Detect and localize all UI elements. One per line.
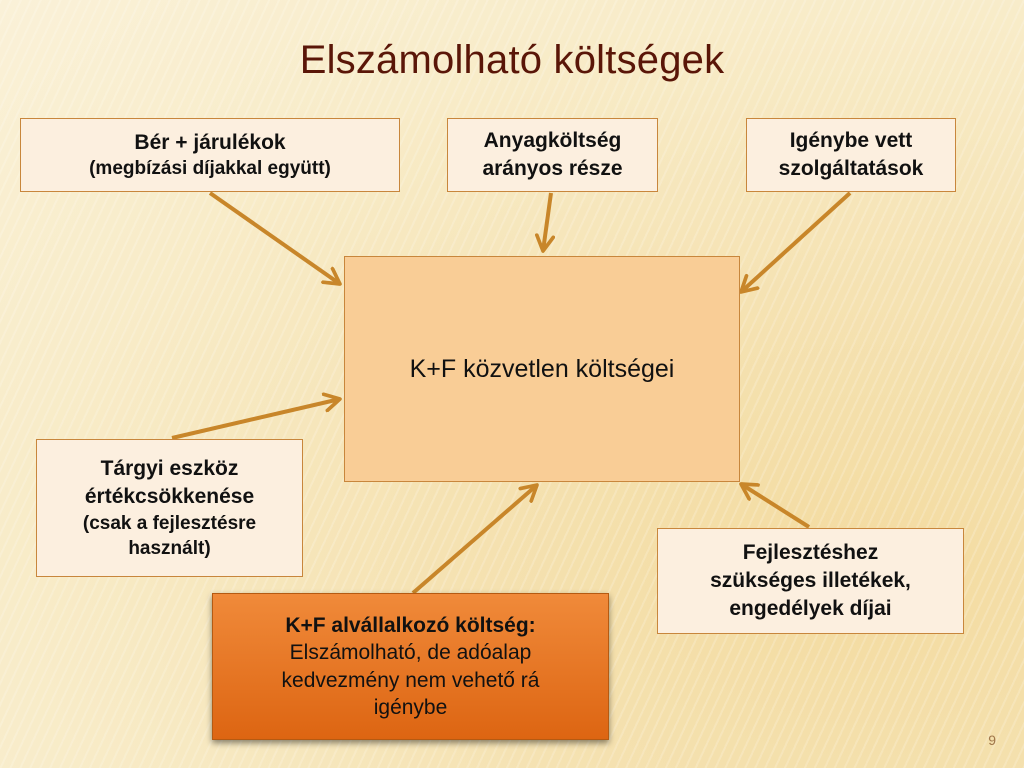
box-ber-line1: Bér + járulékok: [134, 130, 286, 154]
box-alvallalkozo-line1: K+F alvállalkozó költség:: [285, 613, 536, 637]
box-igenybe-line2: szolgáltatások: [778, 157, 924, 180]
center-box: K+F közvetlen költségei: [344, 256, 740, 482]
box-ber: Bér + járulékok (megbízási díjakkal együ…: [20, 118, 400, 192]
box-fejlesztes-line1: Fejlesztéshez: [742, 541, 879, 565]
arrow-igenybe: [741, 191, 852, 292]
box-alvallalkozo: K+F alvállalkozó költség: Elszámolható, …: [212, 593, 609, 740]
page-number: 9: [988, 732, 996, 748]
slide-title: Elszámolható költségek: [299, 38, 725, 82]
arrow-alvallalkozo: [411, 485, 537, 595]
box-fejlesztes: Fejlesztéshez szükséges illetékek, enged…: [657, 528, 964, 634]
box-targyi-line2: értékcsökkenése: [84, 484, 255, 508]
box-anyag: Anyagköltség arányos része: [447, 118, 658, 192]
box-igenybe-line1: Igénybe vett: [789, 129, 913, 153]
box-targyi-line3: (csak a fejlesztésre: [82, 512, 257, 534]
box-alvallalkozo-line2: Elszámolható, de adóalap: [289, 641, 532, 665]
box-alvallalkozo-line3: kedvezmény nem vehető rá: [281, 668, 540, 692]
arrow-anyag: [543, 192, 551, 251]
box-alvallalkozo-line4: igénybe: [373, 695, 448, 719]
box-igenybe: Igénybe vett szolgáltatások: [746, 118, 956, 192]
arrow-ber: [208, 191, 340, 284]
box-fejlesztes-line2: szükséges illetékek,: [710, 569, 911, 593]
box-targyi: Tárgyi eszköz értékcsökkenése (csak a fe…: [36, 439, 303, 577]
box-targyi-line1: Tárgyi eszköz: [100, 457, 239, 481]
box-anyag-line2: arányos része: [482, 157, 623, 180]
box-fejlesztes-line3: engedélyek díjai: [729, 596, 892, 620]
box-ber-line2: (megbízási díjakkal együtt): [89, 158, 331, 180]
arrow-fejlesztes: [741, 484, 811, 529]
box-targyi-line4: használt): [128, 537, 211, 559]
box-anyag-line1: Anyagköltség: [483, 129, 622, 153]
arrow-targyi: [171, 399, 340, 440]
